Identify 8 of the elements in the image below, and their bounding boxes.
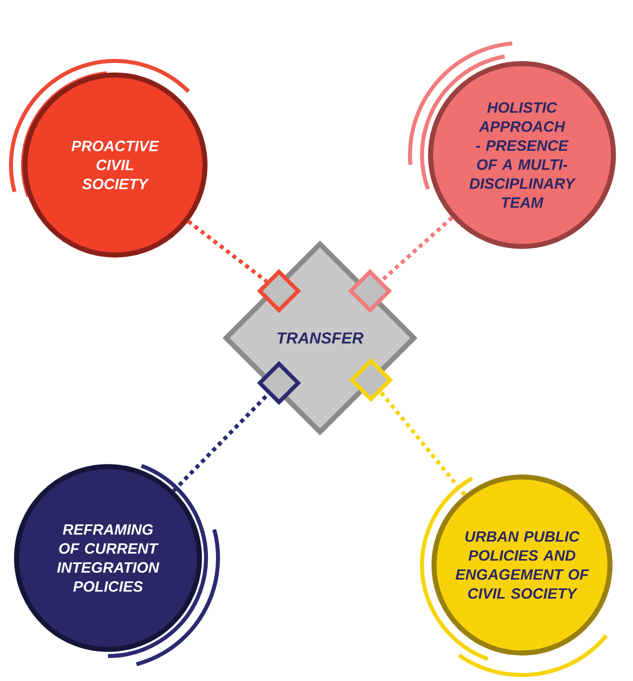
dotted-line (172, 392, 270, 492)
dotted-line (379, 390, 466, 496)
circle-node: REFRAMING OF CURRENT INTEGRATION POLICIES (14, 464, 220, 666)
dotted-line (380, 216, 454, 282)
dotted-line (187, 220, 268, 284)
circle-node: URBAN PUBLIC POLICIES AND ENGAGEMENT OF CIVIL SOCIETY (420, 474, 612, 677)
circle-node: HOLISTIC APPROACH - PRESENCE OF A MULTI-DISCIPLINARY TEAM (408, 41, 616, 249)
circle-node: PROACTIVE CIVIL SOCIETY (9, 59, 208, 258)
